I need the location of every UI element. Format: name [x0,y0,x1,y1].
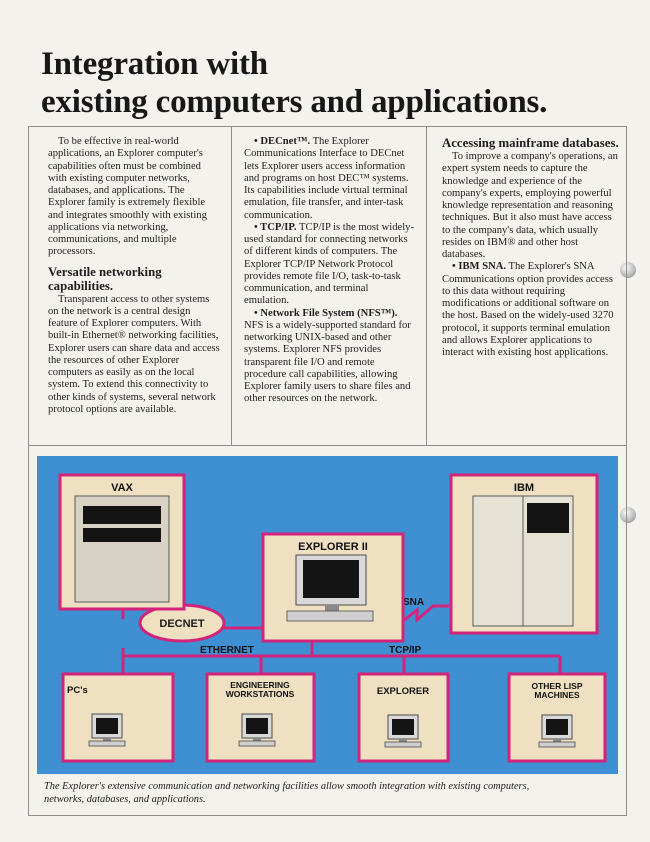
explorer-ii-stand [325,605,339,611]
col3-heading: Accessing mainframe databases. [442,136,619,150]
col1-body: Transparent access to other systems on t… [48,293,220,415]
engineering-label-line-2: WORKSTATIONS [226,689,295,699]
column-3: Accessing mainframe databases. To improv… [442,136,620,359]
frame-divider-horizontal [28,445,627,446]
lisp-machine-icon [538,714,576,748]
explorer-ii-label: EXPLORER II [298,541,368,553]
ibm-label: IBM [514,482,534,494]
col3-intro: To improve a company's operations, an ex… [442,151,618,260]
sna-run-in: • IBM SNA. [452,261,507,273]
tcpip-text: TCP/IP is the most widely-used standard … [244,221,415,307]
tcpip-label: TCP/IP [389,645,422,656]
ethernet-label: ETHERNET [200,645,254,656]
col2-tcpip: • TCP/IP. TCP/IP is the most widely-used… [244,222,414,308]
page-title: Integration with existing computers and … [41,45,547,121]
decnet-label: DECNET [159,618,205,630]
network-diagram: DECNET SNA ETHERNET TCP/IP VAX IBM EXPLO… [37,456,618,774]
binder-hole-top [620,262,636,278]
column-2: • DECnet™. The Explorer Communications I… [244,136,414,406]
col2-nfs: • Network File System (NFS™). NFS is a w… [244,308,414,406]
column-1: To be effective in real-world applicatio… [48,136,220,416]
nfs-text: NFS is a widely-supported standard for n… [244,319,411,405]
pcs-computer-icon [88,713,126,747]
binder-hole-bottom [620,507,636,523]
ibm-console-screen [527,503,569,533]
explorer-label: EXPLORER [377,686,429,697]
lisp-label-line-2: MACHINES [534,690,580,700]
sna-text: The Explorer's SNA Communications option… [442,261,614,358]
col2-decnet: • DECnet™. The Explorer Communications I… [244,136,414,222]
vax-label: VAX [111,482,133,494]
diagram-caption: The Explorer's extensive communication a… [44,781,530,805]
vax-panel-2 [83,528,161,542]
decnet-text: The Explorer Communications Interface to… [244,136,409,221]
column-divider-1 [231,126,232,445]
decnet-run-in: • DECnet™. [254,136,311,147]
col1-intro: To be effective in real-world applicatio… [48,136,207,258]
lisp-label-line-1: OTHER LISP [531,681,582,691]
col3-sna: • IBM SNA. The Explorer's SNA Communicat… [442,261,620,359]
col1-heading: Versatile networking capabilities. [48,264,162,293]
content-frame [28,126,627,816]
ibm-cabinet-left [472,495,524,627]
explorer-ii-screen [303,560,359,598]
engineering-workstation-icon [238,713,276,747]
explorer-ii-keyboard [286,610,374,622]
explorer-computer-icon [384,714,422,748]
sna-label: SNA [403,597,424,608]
nfs-run-in: • Network File System (NFS™). [254,307,398,319]
page-title-line-2: existing computers and applications. [41,84,548,120]
engineering-label-line-1: ENGINEERING [230,680,290,690]
vax-panel-1 [83,506,161,524]
tcpip-run-in: • TCP/IP. [254,221,297,233]
pcs-label: PC's [67,685,88,696]
column-divider-2 [426,126,427,445]
page-title-line-1: Integration with [41,46,268,82]
